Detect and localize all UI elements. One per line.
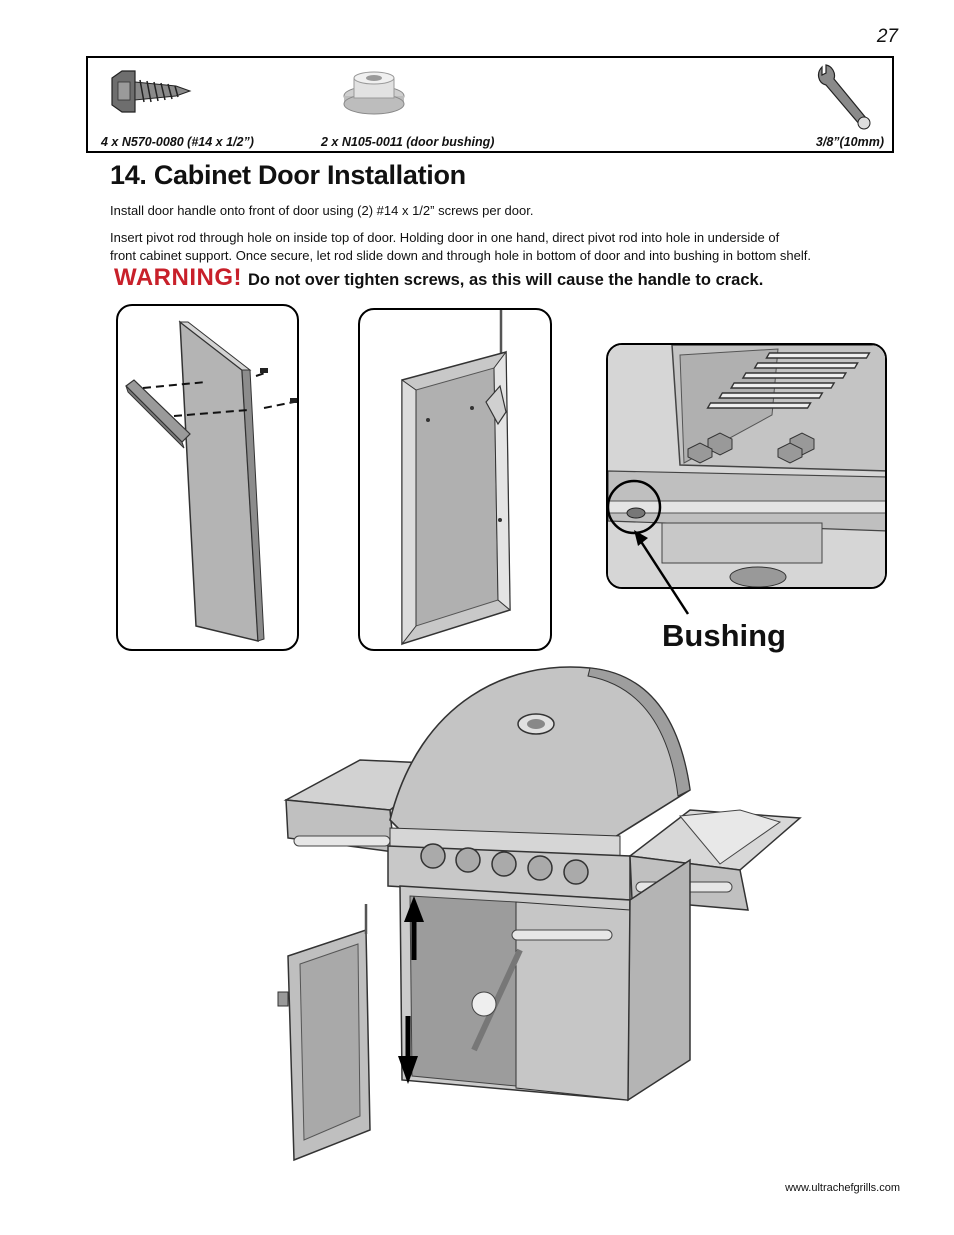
bushing-arrow	[634, 530, 690, 615]
screw-icon	[111, 70, 192, 113]
bushing-label: Bushing	[662, 618, 786, 653]
warning-line: WARNING! Do not over tighten screws, as t…	[114, 264, 763, 292]
warning-text: Do not over tighten screws, as this will…	[247, 271, 764, 289]
door-handle-illustration	[125, 320, 297, 642]
section-title: 14. Cabinet Door Installation	[110, 160, 466, 190]
warning-word: WARNING!	[114, 264, 242, 291]
door-pivot-illustration	[401, 310, 511, 646]
bushing-icon	[343, 71, 405, 115]
instruction-para-2-line-1: Insert pivot rod through hole on inside …	[110, 230, 780, 245]
panel-handle-install	[116, 304, 299, 651]
bushing-detail-illustration	[608, 345, 885, 587]
part-label-bushing: 2 x N105-0011 (door bushing)	[321, 135, 495, 149]
panel-pivot-rod	[358, 308, 552, 651]
instruction-para-1: Install door handle onto front of door u…	[110, 203, 534, 218]
grill-illustration	[277, 666, 802, 1162]
part-label-wrench: 3/8”(10mm)	[815, 135, 884, 149]
wrench-icon	[817, 64, 871, 130]
page-number: 27	[876, 26, 898, 47]
instruction-para-2-line-2: front cabinet support. Once secure, let …	[110, 248, 811, 263]
part-label-screw: 4 x N570-0080 (#14 x 1/2”)	[101, 135, 254, 149]
panel-bushing-detail	[606, 343, 887, 589]
parts-box: 4 x N570-0080 (#14 x 1/2”) 2 x N105-0011…	[86, 56, 894, 153]
website-url: www.ultrachefgrills.com	[785, 1182, 900, 1194]
